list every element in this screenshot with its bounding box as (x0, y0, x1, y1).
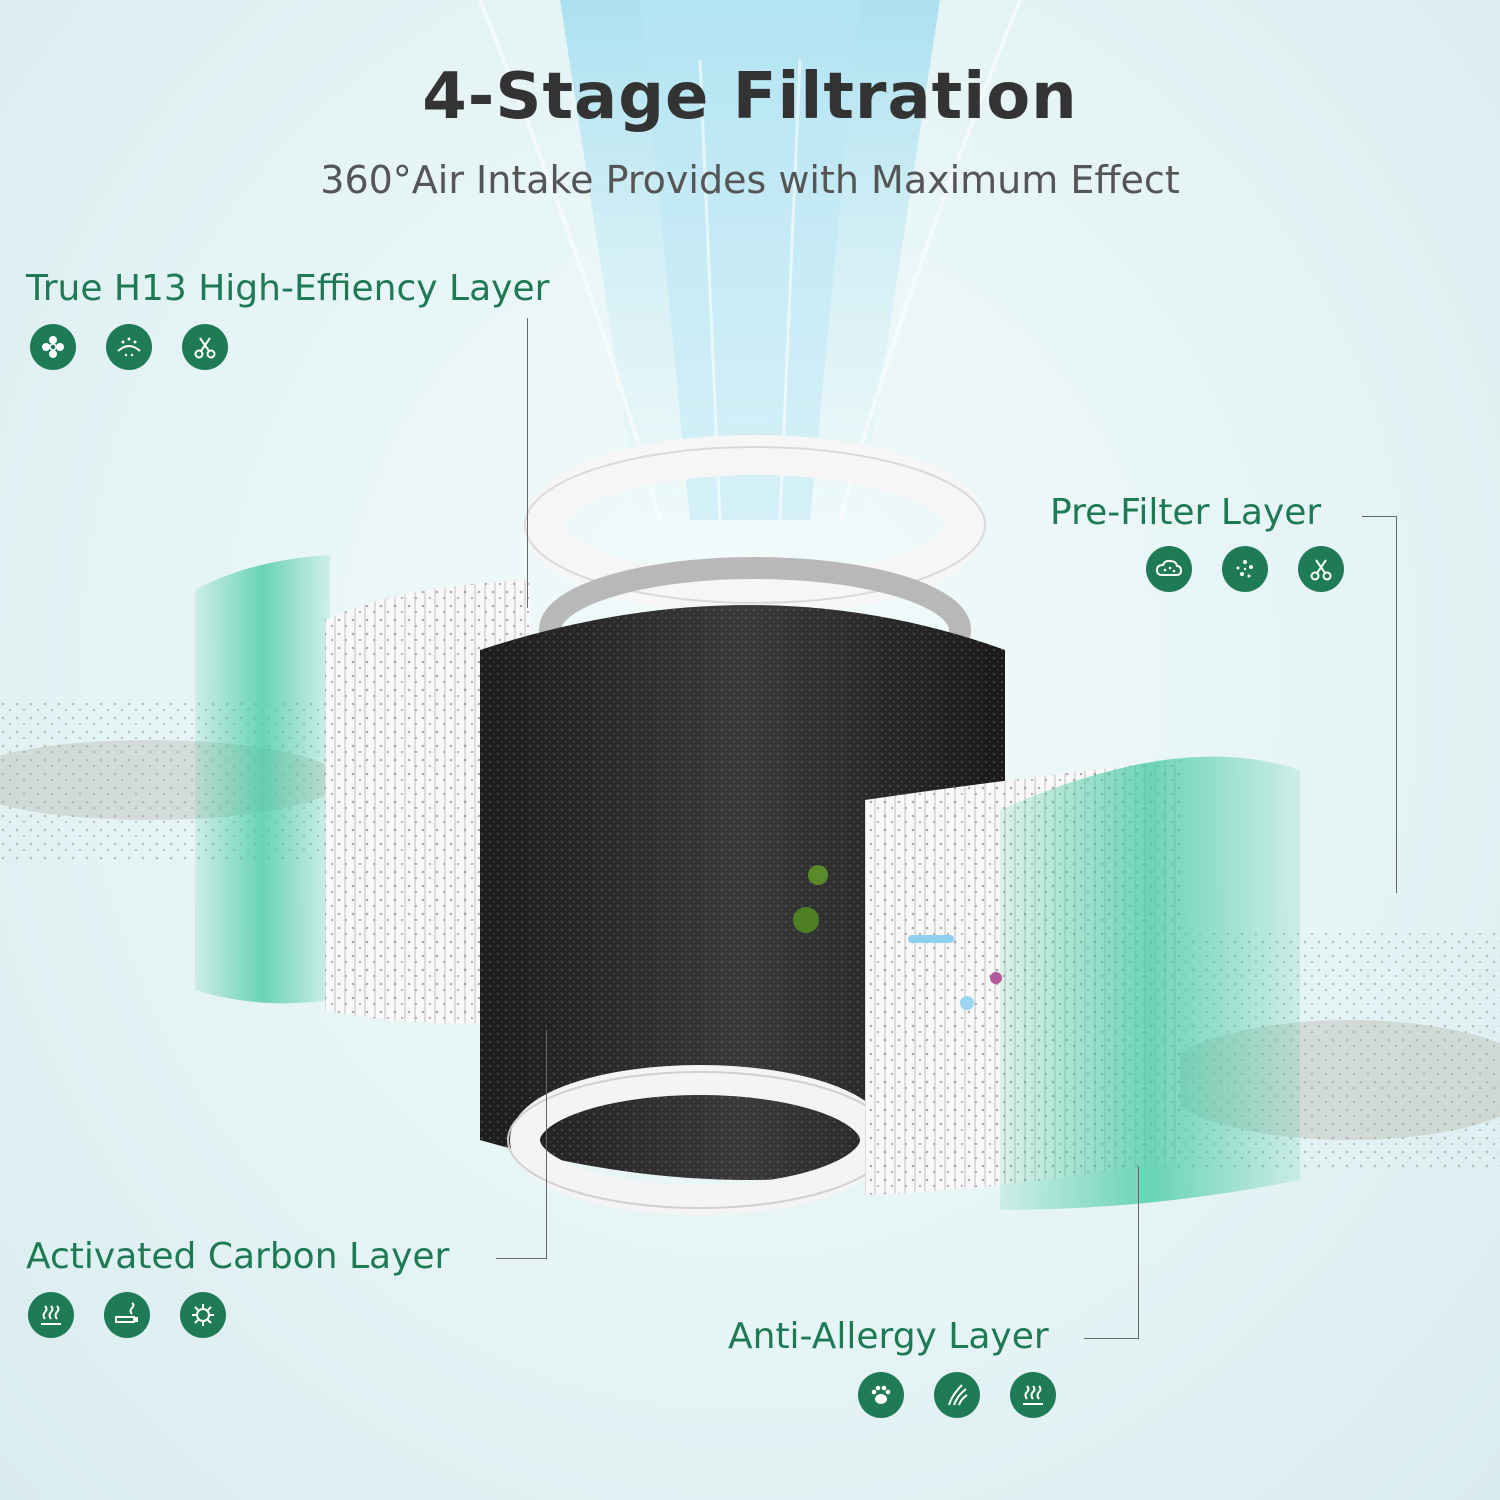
carbon-connector (496, 1030, 547, 1259)
feather-icon (934, 1372, 980, 1418)
allergy-connector (1084, 1166, 1139, 1339)
carbon-layer-label: Activated Carbon Layer (26, 1236, 450, 1277)
germs (793, 865, 1002, 1010)
h13-icon-row (30, 324, 228, 370)
prefilter-icon-row (1146, 546, 1344, 592)
left-mesh-layer (195, 555, 330, 1004)
paw-icon (858, 1372, 904, 1418)
cloud-icon (1146, 546, 1192, 592)
smoke-icon (104, 1292, 150, 1338)
particles-icon (1222, 546, 1268, 592)
odor-icon (1010, 1372, 1056, 1418)
right-mesh-layer (1000, 756, 1300, 1210)
prefilter-layer-label: Pre-Filter Layer (1050, 492, 1322, 533)
allergy-layer-label: Anti-Allergy Layer (728, 1316, 1049, 1357)
flower-icon (30, 324, 76, 370)
germ-icon (180, 1292, 226, 1338)
h13-layer-label: True H13 High-Effiency Layer (26, 268, 550, 309)
scissors-icon (182, 324, 228, 370)
allergy-icon-row (858, 1372, 1056, 1418)
h13-connector (527, 318, 528, 608)
page-subtitle: 360°Air Intake Provides with Maximum Eff… (320, 158, 1180, 202)
prefilter-connector (1362, 516, 1397, 893)
scissors-icon (1298, 546, 1344, 592)
page-title: 4-Stage Filtration (422, 60, 1078, 134)
odor-icon (28, 1292, 74, 1338)
top-seal-ring (525, 435, 985, 615)
dust-icon (106, 324, 152, 370)
carbon-icon-row (28, 1292, 226, 1338)
